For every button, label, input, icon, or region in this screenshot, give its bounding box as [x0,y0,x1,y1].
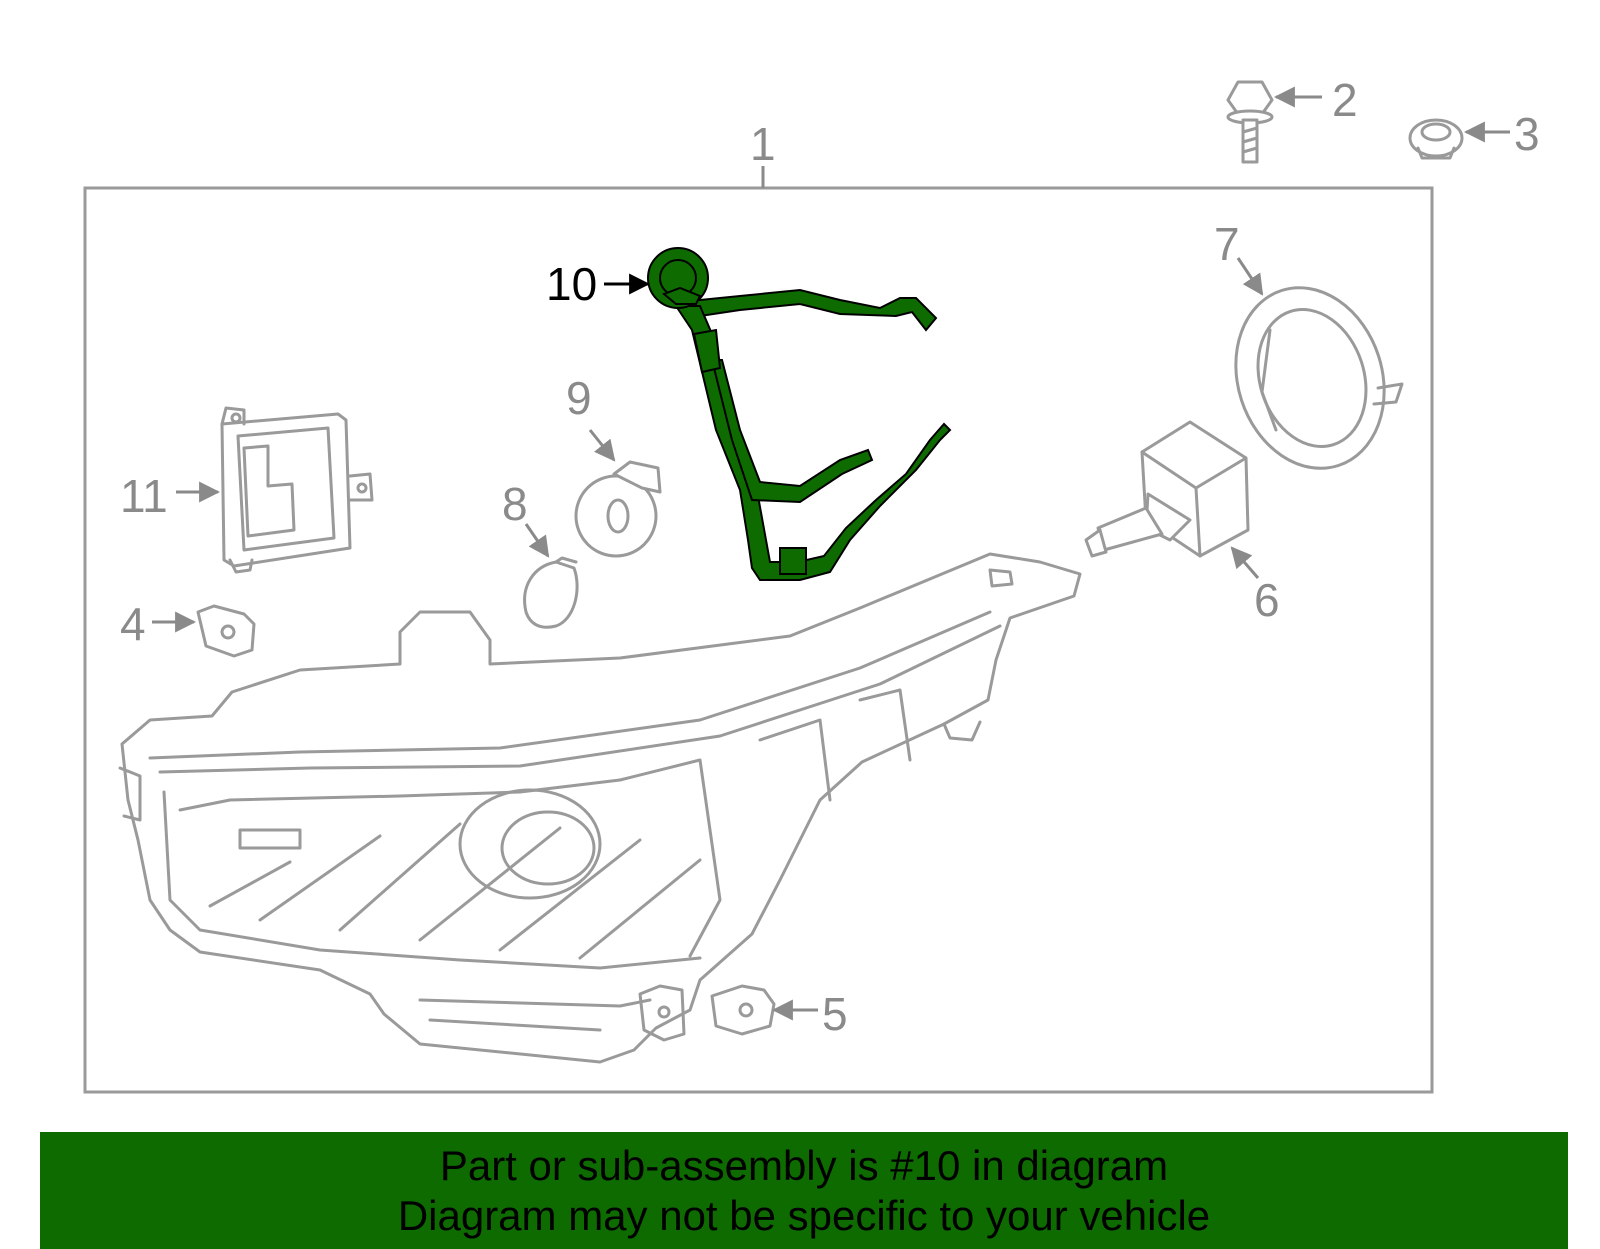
grommet-part-3 [1408,118,1464,160]
callout-9: 9 [566,372,592,424]
module-part-11 [220,406,374,574]
clip-part-4 [196,604,256,658]
cap-part-7 [1234,286,1404,470]
callout-2: 2 [1332,74,1358,126]
callout-8: 8 [502,478,528,530]
callout-7: 7 [1214,218,1240,270]
callout-5: 5 [822,988,848,1040]
banner-line-2: Diagram may not be specific to your vehi… [397,1191,1211,1239]
headlamp-housing [118,552,1082,1064]
callout-3: 3 [1514,108,1540,160]
socket-part-9 [574,460,662,558]
bulb-part-8 [523,556,579,629]
banner-line-1: Part or sub-assembly is #10 in diagram [439,1141,1169,1189]
info-banner: Part or sub-assembly is #10 in diagram D… [40,1132,1568,1249]
bolt-part-2 [1226,80,1274,164]
clip-part-5 [710,984,776,1036]
callout-4: 4 [120,598,146,650]
callout-1: 1 [750,118,776,170]
callout-6: 6 [1254,574,1280,626]
bulb-part-6 [1084,420,1250,558]
callout-10: 10 [546,258,597,310]
callout-11: 11 [120,470,168,522]
assembly-frame [83,186,1434,1094]
wiring-harness-part-10 [647,247,952,581]
